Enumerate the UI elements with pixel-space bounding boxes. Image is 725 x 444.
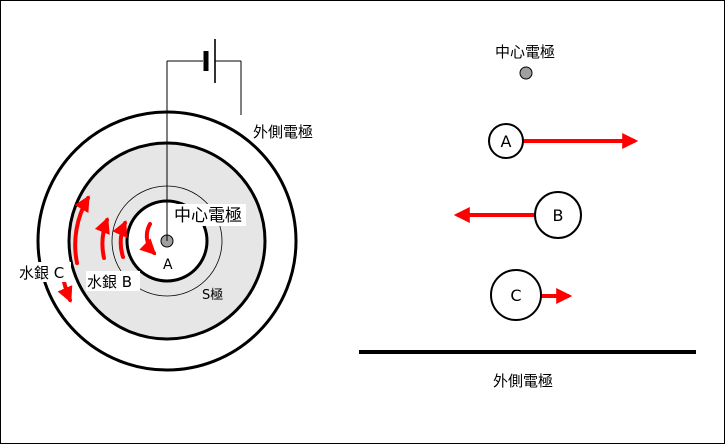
circle-a	[488, 123, 524, 159]
arrow-b-inner	[112, 220, 128, 259]
mercury-c-label: 水銀 C	[19, 264, 64, 282]
outer-electrode-label: 外側電極	[253, 123, 313, 141]
circle-b-label: B	[553, 206, 564, 225]
mercury-b-label-bg	[86, 271, 140, 291]
circle-c	[490, 269, 542, 321]
circle-c-label: C	[510, 286, 521, 305]
center-electrode-label: 中心電極	[174, 206, 242, 226]
side-view: 中心電極 A B C 外側電極	[359, 43, 696, 390]
mercury-c-label-bg	[17, 262, 71, 282]
s-pole-label: S極	[202, 287, 223, 303]
arrow-c-up	[73, 195, 90, 265]
right-outer-electrode-label: 外側電極	[493, 372, 553, 390]
device-top-view: 外側電極 中心電極 A S極 水銀 B 水銀 C	[17, 39, 313, 372]
mercury-b-label: 水銀 B	[87, 273, 132, 291]
arrow-a	[139, 222, 157, 256]
center-electrode-label-bg	[173, 204, 246, 226]
outer-electrode-bar	[359, 350, 696, 354]
right-center-electrode-dot	[519, 66, 533, 80]
point-a-label: A	[163, 257, 173, 273]
arrow-b-outer	[94, 217, 110, 260]
battery-circuit	[166, 39, 242, 241]
circle-a-label: A	[501, 132, 512, 151]
circle-b	[534, 191, 582, 239]
right-center-electrode-label: 中心電極	[495, 43, 555, 61]
